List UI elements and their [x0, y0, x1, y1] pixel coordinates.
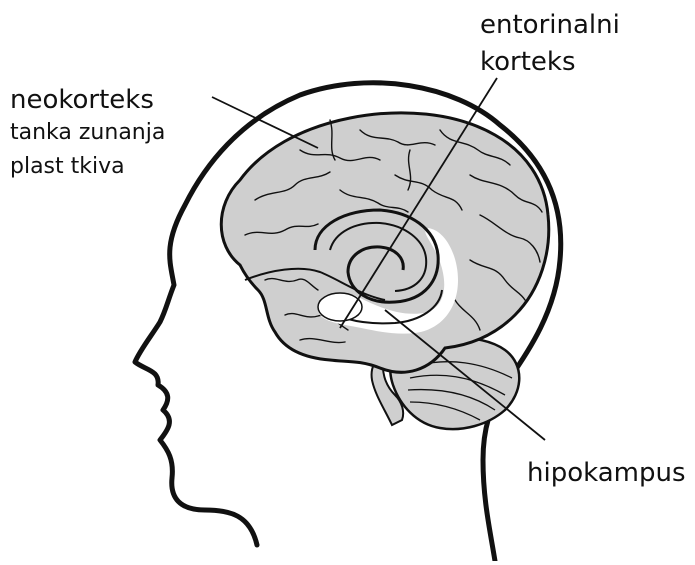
entorhinal-label-line1: entorinalni — [480, 12, 620, 38]
neocortex-description-line2: plast tkiva — [10, 156, 125, 178]
hippocampus-label: hipokampus — [527, 460, 686, 486]
entorhinal-label-line2: korteks — [480, 49, 576, 75]
neocortex-description-line1: tanka zunanja — [10, 122, 165, 144]
neocortex-region — [221, 113, 549, 372]
neocortex-label: neokorteks — [10, 87, 154, 113]
